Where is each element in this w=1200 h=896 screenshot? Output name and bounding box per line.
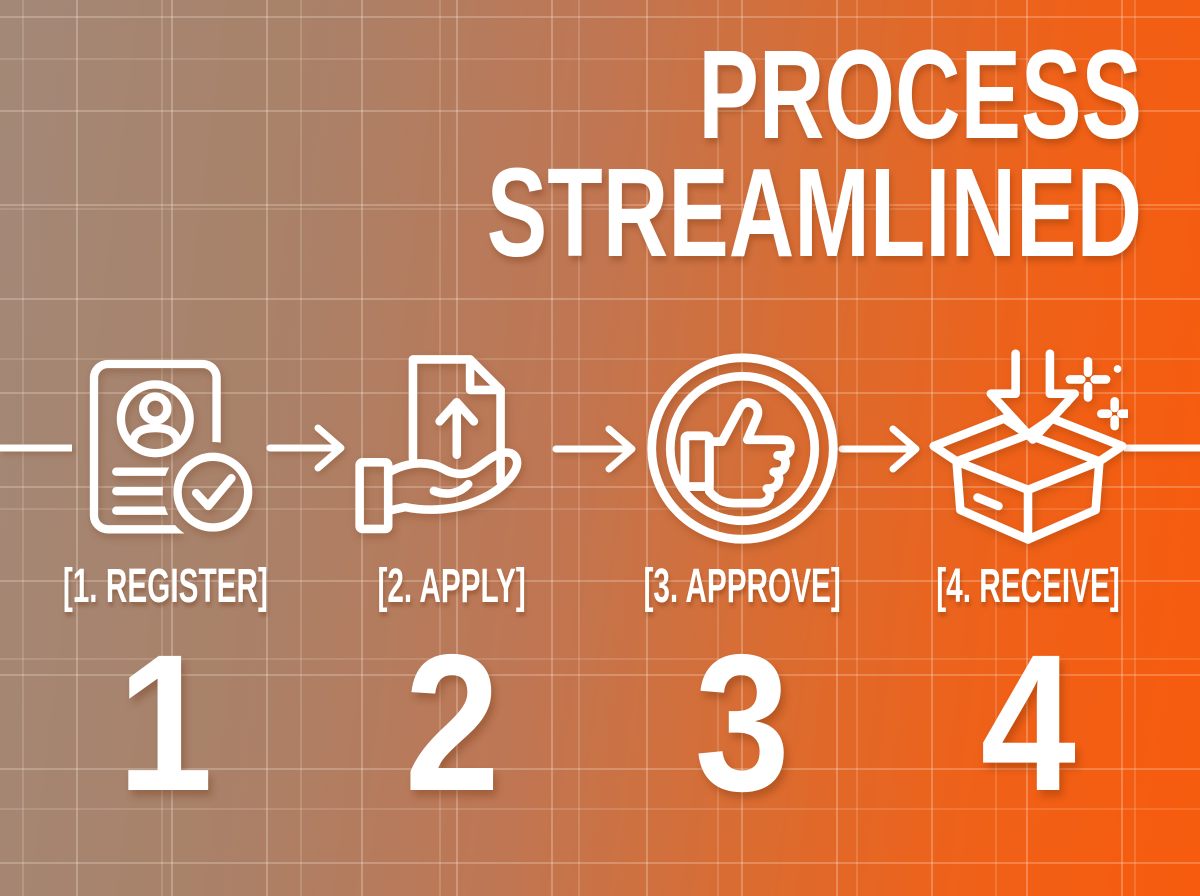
thumbs-up-circle-icon — [640, 348, 845, 548]
step-apply: [2. APPLY] 2 — [302, 348, 602, 821]
step-label: [1. REGISTER] — [62, 559, 268, 613]
step-register: [1. REGISTER] 1 — [15, 348, 315, 821]
step-label: [3. APPROVE] — [643, 559, 841, 613]
step-receive: [4. RECEIVE] 4 — [878, 348, 1178, 821]
step-approve: [3. APPROVE] 3 — [592, 348, 892, 821]
title-line-1: PROCESS — [698, 24, 1142, 165]
step-number: 3 — [694, 614, 790, 832]
title-line-2: STREAMLINED — [486, 142, 1142, 284]
page-title: PROCESS STREAMLINED — [486, 24, 1142, 284]
document-profile-check-icon — [68, 348, 263, 548]
open-box-download-icon — [928, 348, 1128, 548]
step-number: 4 — [980, 614, 1076, 832]
step-label: [4. RECEIVE] — [936, 559, 1120, 613]
hand-upload-document-icon — [352, 348, 552, 548]
step-number: 2 — [404, 614, 500, 832]
step-label: [2. APPLY] — [377, 559, 527, 613]
step-number: 1 — [117, 614, 213, 832]
